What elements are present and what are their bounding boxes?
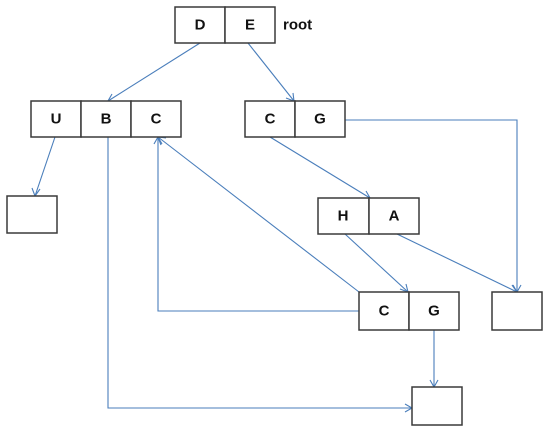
node-cg-lower-label-2: G xyxy=(428,303,440,320)
node-cg-upper-cell-2 xyxy=(294,100,346,138)
node-ha-cell-2 xyxy=(368,197,420,235)
node-ubc-cell-3 xyxy=(130,100,182,138)
node-de-cell-2 xyxy=(224,6,276,44)
node-ha-label-2: A xyxy=(389,208,400,225)
node-cg-upper-label-2: G xyxy=(314,111,326,128)
edge-ubc-u-to-leaf-left xyxy=(31,136,56,198)
root-label: root xyxy=(283,17,312,34)
node-cg-lower: C G xyxy=(358,291,460,331)
leaf-box-left xyxy=(6,195,58,234)
edge-ha-a-to-leaf-right xyxy=(396,233,519,293)
edge-cg2-g-to-leaf-bottom xyxy=(429,330,439,389)
edge-de-to-ubc xyxy=(107,42,201,102)
edges xyxy=(31,42,522,413)
node-cg-upper: C G xyxy=(244,100,346,138)
node-cg-lower-cell-2 xyxy=(408,291,460,331)
leaf-box-bottom xyxy=(411,386,463,426)
node-cg-upper-cell-1 xyxy=(244,100,296,138)
node-de-label-2: E xyxy=(245,17,255,34)
node-ubc: U B C xyxy=(30,100,182,138)
node-cg-lower-label-1: C xyxy=(379,303,390,320)
node-de: D E xyxy=(174,6,276,44)
edge-ubc-b-to-leaf-bottom xyxy=(107,137,414,413)
node-cg-upper-label-1: C xyxy=(265,111,276,128)
edge-cg1-c-to-ha xyxy=(269,136,371,199)
node-ubc-cell-2 xyxy=(80,100,132,138)
edge-ha-h-to-cg2 xyxy=(344,233,409,293)
edge-de-to-cg1 xyxy=(247,42,295,102)
node-ha: H A xyxy=(317,197,420,235)
leaf-box-right xyxy=(491,291,543,331)
node-ubc-label-1: U xyxy=(51,111,62,128)
node-ha-label-1: H xyxy=(338,208,349,225)
node-ubc-label-3: C xyxy=(151,111,162,128)
node-de-cell-1 xyxy=(174,6,226,44)
node-ubc-label-2: B xyxy=(101,111,112,128)
node-de-label-1: D xyxy=(195,17,206,34)
node-ubc-cell-1 xyxy=(30,100,82,138)
